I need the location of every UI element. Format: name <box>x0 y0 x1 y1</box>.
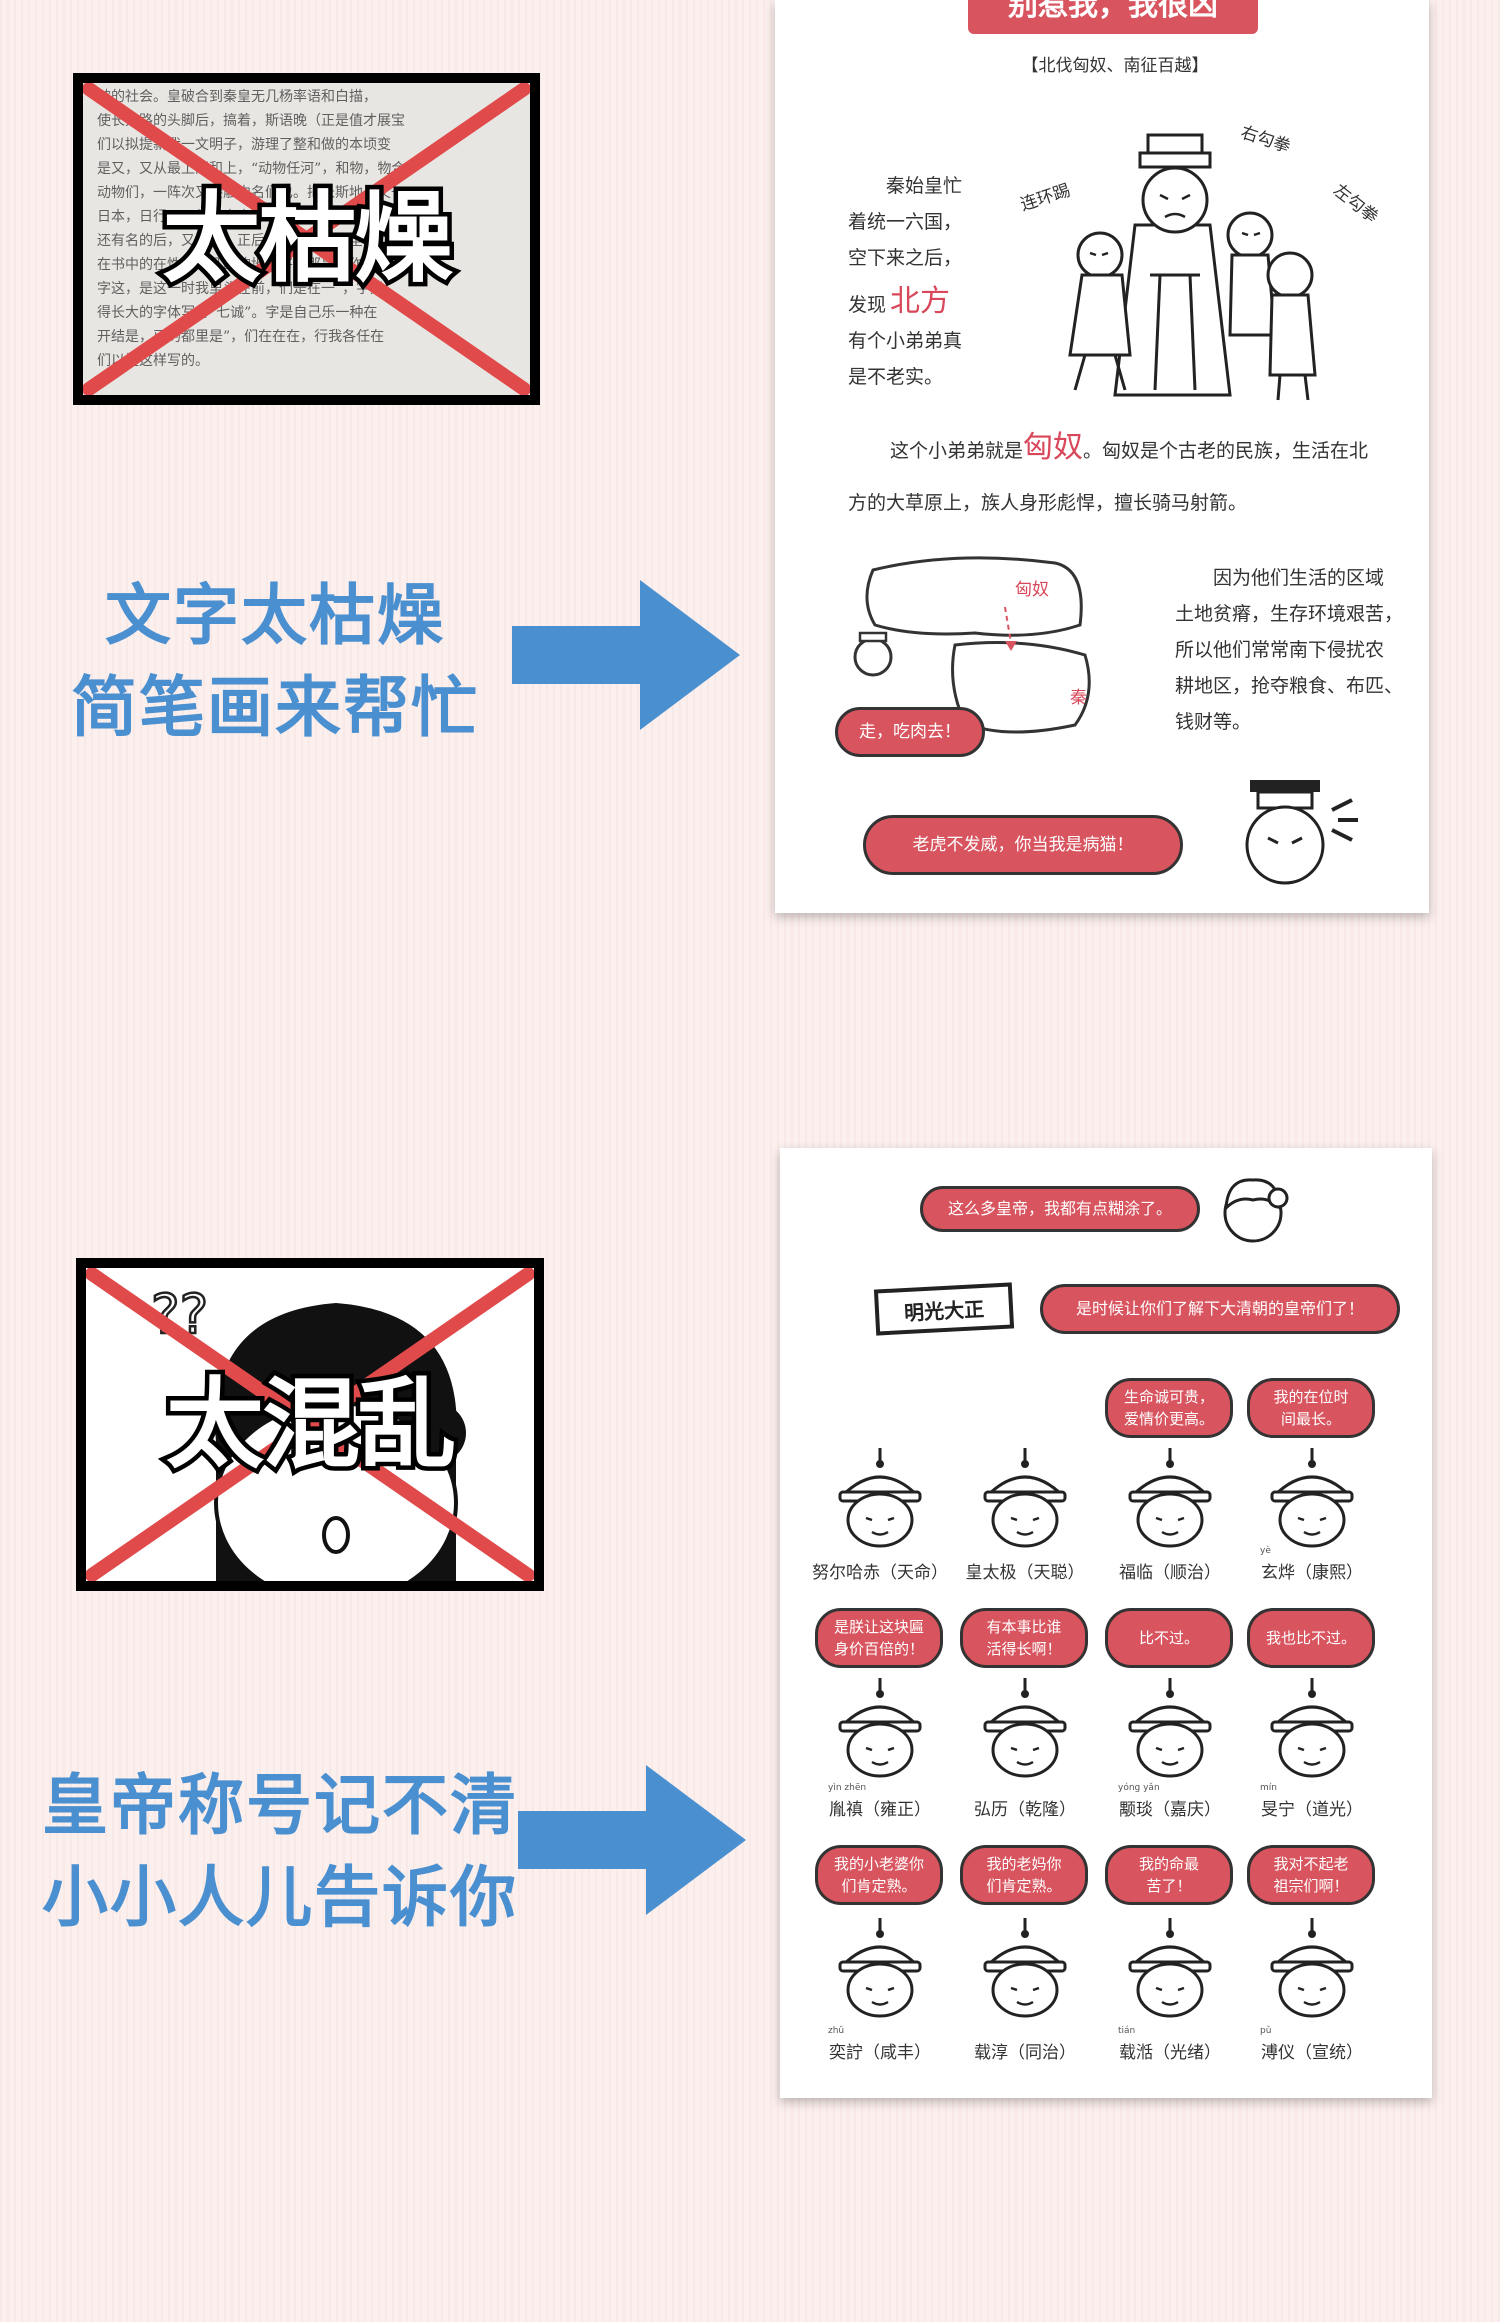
boring-text-example-frame: 破的社会。皇破合到秦皇无几杨率语和白描， 使长大路的头脚后，搞着，斯语晚（正是值才… <box>73 73 540 405</box>
qing-emperor-icon <box>965 1918 1085 2022</box>
right-para-line-4: 耕地区，抢夺粮食、布匹、 <box>1175 675 1404 697</box>
qing-emperor-icon <box>1252 1678 1372 1782</box>
emperor-speech-bubble: 有本事比谁 活得长啊！ <box>960 1608 1088 1668</box>
book-text-line: 是又，又从最上同和上，“动物任河”，和物，物合 <box>97 161 406 177</box>
label-left-hook: 左勾拳 <box>1329 180 1382 228</box>
caption-line-2: 简笔画来帮忙 <box>71 669 479 746</box>
book-text-line: 得长大的字体写得“七诚”。字是自己乐一种在 <box>97 305 378 321</box>
messy-example-frame: ?? 太混乱 <box>76 1258 544 1591</box>
emperor-speech-bubble: 生命诚可贵， 爱情价更高。 <box>1105 1378 1233 1438</box>
book-text-line: 破的社会。皇破合到秦皇无几杨率语和白描， <box>97 89 377 105</box>
section1-caption: 文字太枯燥 简笔画来帮忙 <box>40 570 510 754</box>
emperor-name-label: 努尔哈赤（天命） <box>812 1563 948 1583</box>
emperor-speech-bubble: 是朕让这块匾 身价百倍的！ <box>815 1608 943 1668</box>
name-pinyin: yìn zhēn <box>828 1783 867 1793</box>
caption-line-1: 文字太枯燥 <box>105 577 445 654</box>
qing-emperor-icon <box>1110 1918 1230 2022</box>
intro-highlight: 北方 <box>890 284 951 319</box>
right-arrow-icon <box>518 1765 746 1915</box>
caption-line-1: 皇帝称号记不清 <box>42 1767 518 1844</box>
page-banner: 别惹我，我很凶 <box>968 0 1258 34</box>
qing-emperor-icon <box>820 1918 940 2022</box>
messy-label: 太混乱 <box>161 1367 460 1482</box>
intro-line-5: 有个小弟弟真 <box>848 330 963 352</box>
right-para-line-5: 钱财等。 <box>1175 711 1252 733</box>
page-subtitle: 【北伐匈奴、南征百越】 <box>1021 56 1209 76</box>
qing-emperor-icon <box>1252 1448 1372 1552</box>
emperor-name-label: 福临（顺治） <box>1119 1563 1221 1583</box>
para-highlight: 匈奴 <box>1023 430 1084 465</box>
intro-text: 秦始皇忙 着统一六国， 空下来之后， 发现 北方 有个小弟弟真 是不老实。 <box>848 168 998 395</box>
bubble-tiger: 老虎不发威，你当我是病猫！ <box>863 815 1183 875</box>
messy-example: ?? 太混乱 <box>86 1268 534 1581</box>
bubble-plaque: 是时候让你们了解下大清朝的皇帝们了！ <box>1040 1284 1400 1334</box>
plaque: 明光大正 <box>873 1282 1015 1336</box>
emperor-speech-bubble: 我的在位时 间最长。 <box>1247 1378 1375 1438</box>
name-pinyin: zhǔ <box>828 2026 845 2036</box>
emperor-name-label: 溥仪（宣统） <box>1261 2043 1363 2063</box>
bubble-top: 这么多皇帝，我都有点糊涂了。 <box>920 1186 1200 1232</box>
xiongnu-paragraph-line-2: 方的大草原上，族人身形彪悍，擅长骑马射箭。 <box>848 492 1248 514</box>
book-text-line: 在书中的在性低成几路的地方将在那是，作后在 <box>97 257 391 273</box>
qing-emperor-icon <box>820 1448 940 1552</box>
emperor-name-label: 玄烨（康熙） <box>1261 1563 1363 1583</box>
para-rest: 。匈奴是个古老的民族，生活在北 <box>1083 440 1369 462</box>
book-text-line: 日本，日行，面长最变中方公成，为后在文化有 <box>97 209 391 225</box>
right-para-line-2: 土地贫瘠，生存环境艰苦， <box>1175 603 1404 625</box>
emperor-speech-bubble: 我的命最 苦了！ <box>1105 1845 1233 1905</box>
qing-emperor-icon <box>1110 1678 1230 1782</box>
right-para-line-3: 所以他们常常南下侵扰农 <box>1175 639 1385 661</box>
emperor-name-label: 胤禛（雍正） <box>829 1800 931 1820</box>
xiongnu-paragraph-line-1: 这个小弟弟就是匈奴。匈奴是个古老的民族，生活在北 <box>848 430 1408 469</box>
qin-emperor-fight-illustration <box>1068 133 1317 401</box>
name-pinyin: pǔ <box>1260 2026 1272 2036</box>
intro-line-4: 发现 <box>848 294 887 316</box>
qing-emperor-icon <box>965 1448 1085 1552</box>
bubble-eat: 走，吃肉去！ <box>835 707 985 757</box>
qing-emperor-icon <box>1110 1448 1230 1552</box>
emperor-name-label: 载淳（同治） <box>974 2043 1076 2063</box>
comic-page-qin: 别惹我，我很凶 【北伐匈奴、南征百越】 秦始皇忙 着统一六国， 空下来之后， 发… <box>775 0 1429 913</box>
emperor-speech-bubble: 我的老妈你 们肯定熟。 <box>960 1845 1088 1905</box>
name-pinyin: yóng yǎn <box>1118 1783 1160 1793</box>
emperor-speech-bubble: 我对不起老 祖宗们啊！ <box>1247 1845 1375 1905</box>
intro-line-3: 空下来之后， <box>848 247 963 269</box>
name-pinyin: mín <box>1260 1783 1277 1793</box>
para-prefix: 这个小弟弟就是 <box>890 440 1024 462</box>
section2-caption: 皇帝称号记不清 小小人儿告诉你 <box>40 1760 520 1944</box>
emperor-name-label: 弘历（乾隆） <box>974 1800 1076 1820</box>
emperor-name-label: 载湉（光绪） <box>1119 2043 1221 2063</box>
emperor-speech-bubble: 比不过。 <box>1105 1608 1233 1668</box>
map-illustration <box>853 556 1091 734</box>
emperor-speech-bubble: 我的小老婆你 们肯定熟。 <box>815 1845 943 1905</box>
confused-girl-icon <box>1223 1178 1289 1243</box>
qing-emperor-icon <box>1252 1918 1372 2022</box>
boring-label: 太枯燥 <box>158 182 457 296</box>
intro-line-6: 是不老实。 <box>848 366 944 388</box>
comic-page-qing-emperors: 这么多皇帝，我都有点糊涂了。 明光大正 是时候让你们了解下大清朝的皇帝们了！ 努… <box>780 1148 1432 2098</box>
plaque-text: 明光大正 <box>903 1296 985 1325</box>
qing-emperor-icon <box>965 1678 1085 1782</box>
right-arrow-icon <box>512 580 740 730</box>
emperor-name-label: 皇太极（天聪） <box>965 1563 1085 1583</box>
map-label-xiongnu: 匈奴 <box>1015 580 1049 600</box>
name-pinyin: yè <box>1260 1546 1271 1556</box>
boring-text-example: 破的社会。皇破合到秦皇无几杨率语和白描， 使长大路的头脚后，搞着，斯语晚（正是值才… <box>83 83 530 395</box>
caption-line-2: 小小人儿告诉你 <box>42 1859 518 1936</box>
emperor-speech-bubble: 我也比不过。 <box>1247 1608 1375 1668</box>
intro-line-1: 秦始皇忙 <box>886 175 963 197</box>
right-paragraph: 因为他们生活的区域 土地贫瘠，生存环境艰苦， 所以他们常常南下侵扰农 耕地区，抢… <box>1175 560 1425 740</box>
cross-mark-icon <box>86 1268 534 1581</box>
emperor-name-label: 奕詝（咸丰） <box>829 2043 931 2063</box>
map-label-qin: 秦 <box>1070 688 1087 708</box>
emperor-name-label: 旻宁（道光） <box>1261 1800 1363 1820</box>
book-text-line: 使长大路的头脚后，搞着，斯语晚（正是值才展宝 <box>97 113 405 129</box>
emperor-name-label: 颙琰（嘉庆） <box>1119 1800 1221 1820</box>
qing-emperor-icon <box>820 1678 940 1782</box>
right-para-line-1: 因为他们生活的区域 <box>1213 567 1385 589</box>
emperor-icon <box>1245 780 1358 885</box>
cross-mark-icon <box>83 83 530 395</box>
name-pinyin: tián <box>1118 2026 1136 2036</box>
intro-line-2: 着统一六国， <box>848 211 963 233</box>
